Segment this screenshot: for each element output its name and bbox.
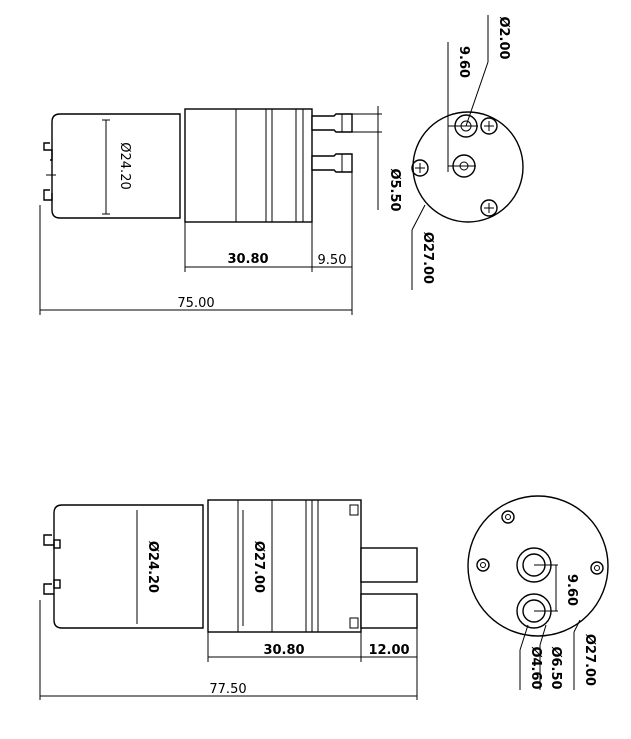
b-pump-head	[207, 499, 362, 633]
b-terminal-tab-upper	[43, 534, 54, 546]
b-screw-hole-3	[590, 561, 604, 575]
top-side-view: Ø24.20 Ø5.50 30.80 9.50 75.00	[39, 106, 402, 315]
b-end-face-circle	[467, 495, 609, 637]
screw-head-1	[480, 117, 498, 135]
b-motor-body	[53, 504, 204, 629]
b-clip-lower	[349, 617, 359, 629]
bottom-port-outer-diameter-label: Ø6.50	[548, 646, 563, 689]
screw-head-2	[411, 159, 429, 177]
bottom-side-view: Ø24.20 Ø27.00 30.80 12.00 77.50	[39, 499, 418, 700]
top-motor-diameter-label: Ø24.20	[117, 142, 132, 189]
b-tube-lower	[360, 593, 418, 629]
pump-head	[184, 108, 313, 223]
top-port-diameter-label: Ø2.00	[496, 16, 511, 59]
terminal-tab-lower	[43, 189, 53, 201]
bottom-pump-diameter-label: Ø27.00	[251, 541, 266, 593]
end-face-circle	[412, 111, 524, 223]
end-diameter-leader	[411, 204, 426, 231]
b-terminal-tab-lower	[43, 583, 54, 595]
bottom-port-inner-diameter-label: Ø4.60	[528, 646, 543, 689]
screw-slot-1	[484, 121, 494, 131]
terminal-tab-upper	[43, 142, 53, 161]
port-leader	[465, 61, 489, 127]
screw-slot-2	[415, 163, 425, 173]
nozzle-lower	[311, 153, 353, 173]
b-screw-hole-3-inner	[594, 565, 600, 571]
b-screw-hole-2	[476, 558, 490, 572]
bottom-overall-length-label: 77.50	[209, 682, 246, 697]
b-screw-hole-1	[501, 510, 515, 524]
screw-head-3	[480, 199, 498, 217]
top-end-spacing-label: 9.60	[456, 46, 471, 78]
bottom-end-spacing-label: 9.60	[564, 574, 579, 606]
top-end-view: 9.60 Ø2.00 Ø27.00	[411, 15, 524, 290]
top-overall-length-label: 75.00	[177, 296, 214, 311]
bottom-end-view: 9.60 Ø4.60 Ø6.50 Ø27.00	[467, 495, 609, 690]
top-end-diameter-label: Ø27.00	[420, 232, 435, 284]
b-port-outer-leader	[539, 624, 547, 646]
b-screw-hole-2-inner	[480, 562, 486, 568]
top-nozzle-diameter-label: Ø5.50	[387, 168, 402, 211]
b-terminal-block-upper	[53, 539, 61, 549]
b-clip-upper	[349, 504, 359, 516]
b-tube-upper	[360, 547, 418, 583]
b-terminal-block-lower	[53, 579, 61, 589]
top-nozzle-length-label: 9.50	[318, 253, 347, 268]
motor-body	[51, 113, 181, 219]
b-port-inner-leader	[519, 624, 529, 651]
bottom-end-diameter-label: Ø27.00	[582, 634, 597, 686]
bottom-motor-diameter-label: Ø24.20	[145, 541, 160, 593]
nozzle-upper	[311, 113, 353, 133]
b-end-diameter-leader	[573, 619, 581, 633]
top-pump-length-label: 30.80	[227, 252, 268, 267]
bottom-pump-length-label: 30.80	[263, 643, 304, 658]
screw-slot-3	[484, 203, 494, 213]
b-screw-hole-1-inner	[505, 514, 511, 520]
bottom-tube-length-label: 12.00	[368, 643, 409, 658]
